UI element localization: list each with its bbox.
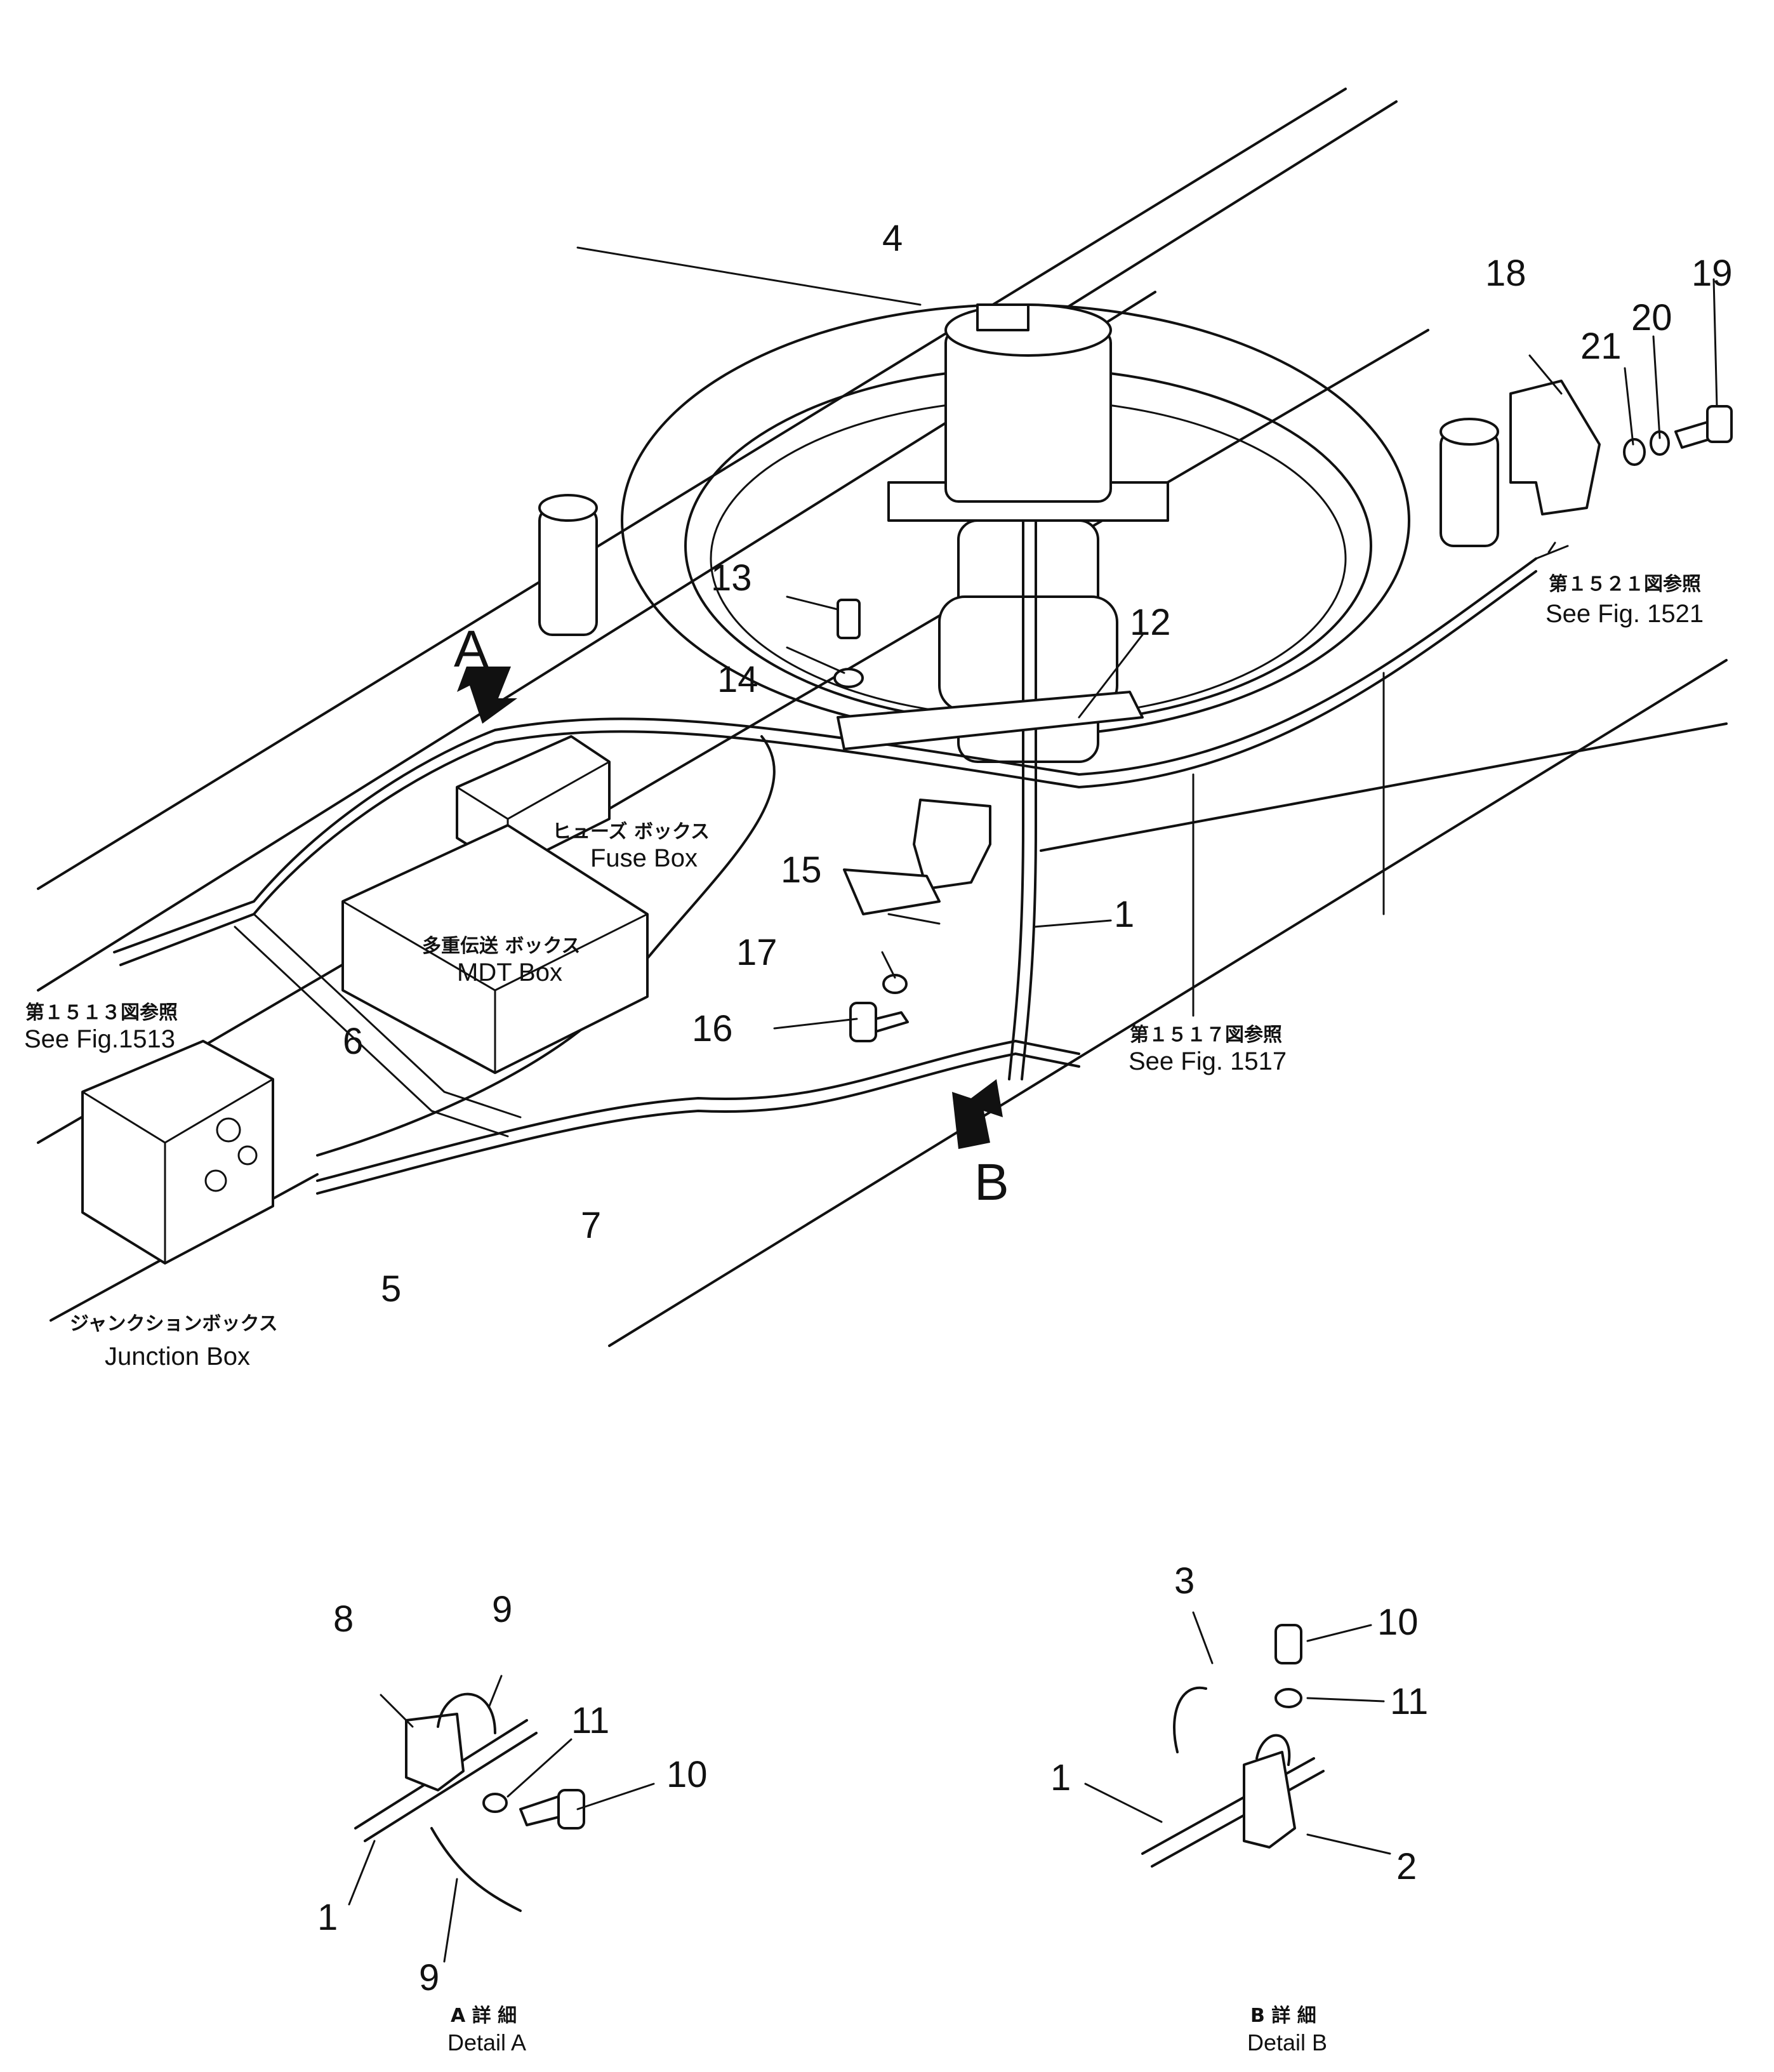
callout-17: 17 bbox=[736, 932, 778, 973]
detail-b-caption-jp: B 詳 細 bbox=[1250, 2005, 1316, 2027]
callout-5: 5 bbox=[381, 1268, 401, 1310]
detail-a-callout-9: 9 bbox=[492, 1589, 512, 1630]
callout-6: 6 bbox=[343, 1021, 363, 1062]
swivel-joint bbox=[887, 303, 1169, 763]
detail-b-callout-2: 2 bbox=[1396, 1846, 1417, 1887]
view-label-b: B bbox=[974, 1153, 1009, 1211]
detail-a-callout-8: 8 bbox=[333, 1598, 354, 1640]
callout-16: 16 bbox=[692, 1008, 733, 1049]
mdt-box-label-jp: 多重伝送 ボックス bbox=[422, 935, 581, 957]
detail-a-caption-en: Detail A bbox=[447, 2029, 526, 2055]
detail-b-callout-11: 11 bbox=[1390, 1681, 1428, 1722]
detail-a-callout-1: 1 bbox=[317, 1897, 338, 1938]
mdt-box-label-en: MDT Box bbox=[457, 959, 562, 986]
fuse-box-label-jp: ヒューズ ボックス bbox=[552, 821, 710, 843]
callout-18: 18 bbox=[1485, 253, 1526, 294]
wiring-harness bbox=[113, 519, 1569, 1195]
callout-15: 15 bbox=[781, 849, 822, 891]
callout-1: 1 bbox=[1114, 894, 1134, 935]
view-arrows bbox=[457, 541, 1556, 1149]
detail-a-callout-10: 10 bbox=[666, 1754, 708, 1795]
ref-1521-jp: 第１５２１図参照 bbox=[1549, 573, 1701, 595]
detail-b-callout-10: 10 bbox=[1377, 1602, 1419, 1643]
junction-box-label-en: Junction Box bbox=[105, 1343, 250, 1371]
callout-20: 20 bbox=[1631, 297, 1672, 338]
detail-a-callout-11: 11 bbox=[571, 1700, 609, 1741]
callout-19: 19 bbox=[1691, 253, 1733, 294]
ref-1513-jp: 第１５１３図参照 bbox=[25, 1002, 178, 1024]
junction-box-label-jp: ジャンクションボックス bbox=[70, 1313, 278, 1335]
mdt-box bbox=[341, 824, 649, 1074]
detail-b-caption-en: Detail B bbox=[1247, 2029, 1327, 2055]
fuse-box-label-en: Fuse Box bbox=[590, 844, 698, 872]
callout-12: 12 bbox=[1130, 602, 1171, 643]
junction-box bbox=[81, 1040, 274, 1265]
callout-13: 13 bbox=[711, 557, 752, 599]
posts bbox=[538, 418, 1499, 636]
callout-7: 7 bbox=[581, 1205, 601, 1246]
detail-b-callout-3: 3 bbox=[1174, 1560, 1195, 1602]
view-label-a: A bbox=[454, 620, 489, 678]
callout-14: 14 bbox=[717, 659, 758, 700]
bracket-assembly-right bbox=[1509, 380, 1733, 515]
callout-4: 4 bbox=[882, 218, 903, 259]
clamp-plate-12 bbox=[833, 599, 1144, 750]
callout-21: 21 bbox=[1580, 326, 1622, 367]
bracket-assembly-15 bbox=[843, 799, 991, 1042]
ref-1517-en: See Fig. 1517 bbox=[1129, 1047, 1287, 1075]
leader-lines bbox=[576, 246, 1718, 1030]
detail-a-illustration bbox=[348, 1675, 655, 1963]
detail-b-callout-1: 1 bbox=[1050, 1757, 1071, 1798]
detail-b-illustration bbox=[1084, 1611, 1391, 1868]
detail-a-callout-9b: 9 bbox=[419, 1957, 439, 1998]
ref-1513-en: See Fig.1513 bbox=[24, 1025, 175, 1053]
detail-a-caption-jp: A 詳 細 bbox=[451, 2005, 517, 2027]
ref-1517-jp: 第１５１７図参照 bbox=[1130, 1024, 1282, 1046]
ref-1521-en: See Fig. 1521 bbox=[1546, 600, 1704, 628]
